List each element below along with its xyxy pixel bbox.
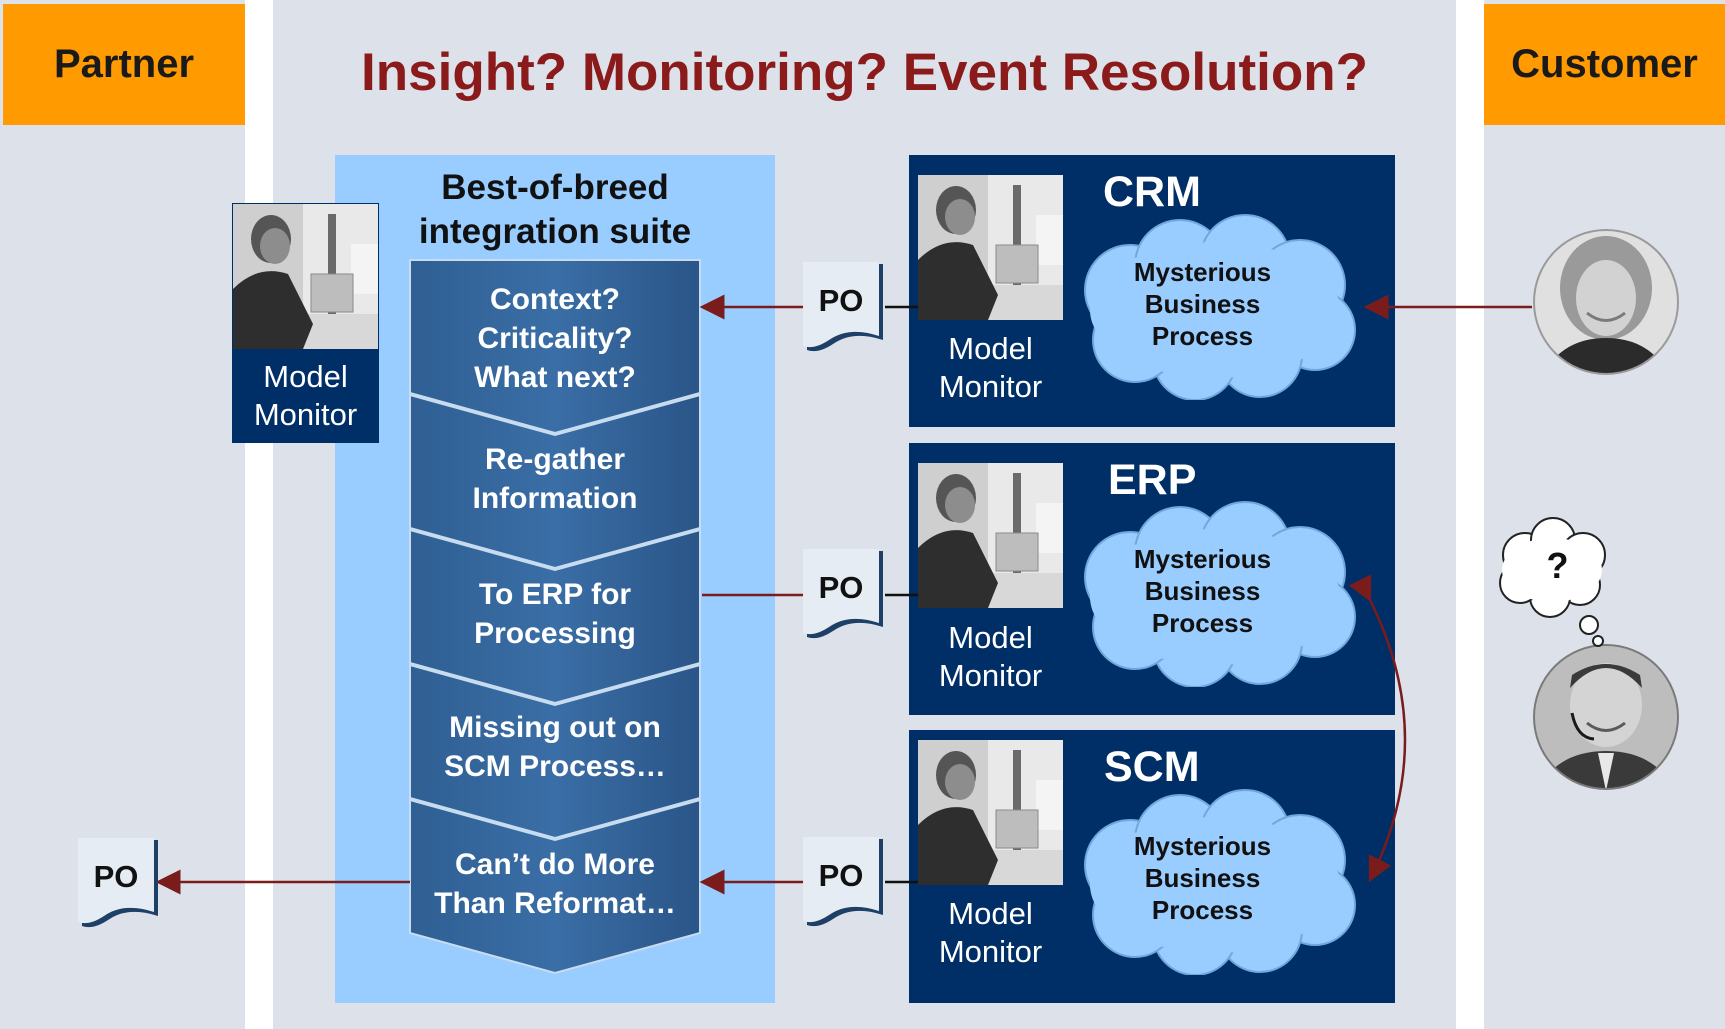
step-4-text: Missing out on SCM Process… [444, 711, 666, 783]
step-1-chevron [409, 259, 701, 435]
customer-label: Customer [1511, 42, 1698, 86]
erp-model-monitor-label: Model Monitor [938, 620, 1043, 693]
step-3-text: To ERP for Processing [474, 578, 636, 650]
scm-po-label: PO [818, 858, 864, 893]
step-5-chevron [409, 798, 701, 975]
partner-lane-header: Partner [3, 4, 245, 125]
scm-po-document-icon [803, 837, 883, 927]
thought-bubble-icon [1499, 517, 1606, 647]
page-title: Insight? Monitoring? Event Resolution? [361, 43, 1368, 102]
erp-po-document-icon [803, 549, 883, 639]
erp-process-cloud [1084, 501, 1356, 687]
suite-title: Best-of-breed integration suite [335, 166, 775, 254]
scm-process-cloud [1084, 789, 1356, 975]
step-1-text: Context? Criticality? What next? [474, 282, 636, 394]
crm-model-monitor-label: Model Monitor [938, 331, 1043, 404]
erp-monitor-photo [918, 463, 1063, 608]
scm-model-monitor-label: Model Monitor [938, 896, 1043, 969]
partner-label: Partner [53, 42, 195, 86]
erp-title: ERP [1108, 456, 1197, 504]
customer-lane [1484, 0, 1725, 1029]
suite-title-line-2: integration suite [418, 212, 692, 251]
partner-po-label: PO [93, 859, 139, 894]
chevron-steps [409, 259, 701, 975]
person-at-computer-photo [233, 204, 378, 349]
scm-title: SCM [1104, 743, 1200, 791]
thought-bubble-text: ? [1546, 545, 1569, 586]
crm-title: CRM [1103, 168, 1201, 216]
erp-scm-bidirectional-arrow [1348, 574, 1407, 883]
crm-process-text: Mysterious Business Process [1133, 257, 1272, 351]
crm-process-cloud [1084, 214, 1356, 400]
crm-po-document-icon [803, 262, 883, 352]
step-2-chevron [409, 393, 701, 570]
step-2-text: Re-gather Information [472, 443, 638, 515]
erp-po-label: PO [818, 570, 864, 605]
scm-process-text: Mysterious Business Process [1133, 831, 1272, 925]
support-agent-photo [1533, 644, 1679, 790]
scm-monitor-photo [918, 740, 1063, 885]
partner-model-monitor-label: Model Monitor [253, 359, 358, 432]
partner-po-document-icon [78, 838, 158, 928]
customer-woman-photo [1533, 229, 1679, 375]
erp-process-text: Mysterious Business Process [1133, 544, 1272, 638]
customer-lane-header: Customer [1484, 4, 1725, 125]
step-3-chevron [409, 528, 701, 705]
step-4-chevron [409, 663, 701, 840]
step-5-text: Can’t do More Than Reformat… [434, 848, 676, 920]
suite-title-line-1: Best-of-breed [441, 168, 669, 207]
crm-monitor-photo [918, 175, 1063, 320]
crm-po-label: PO [818, 283, 864, 318]
